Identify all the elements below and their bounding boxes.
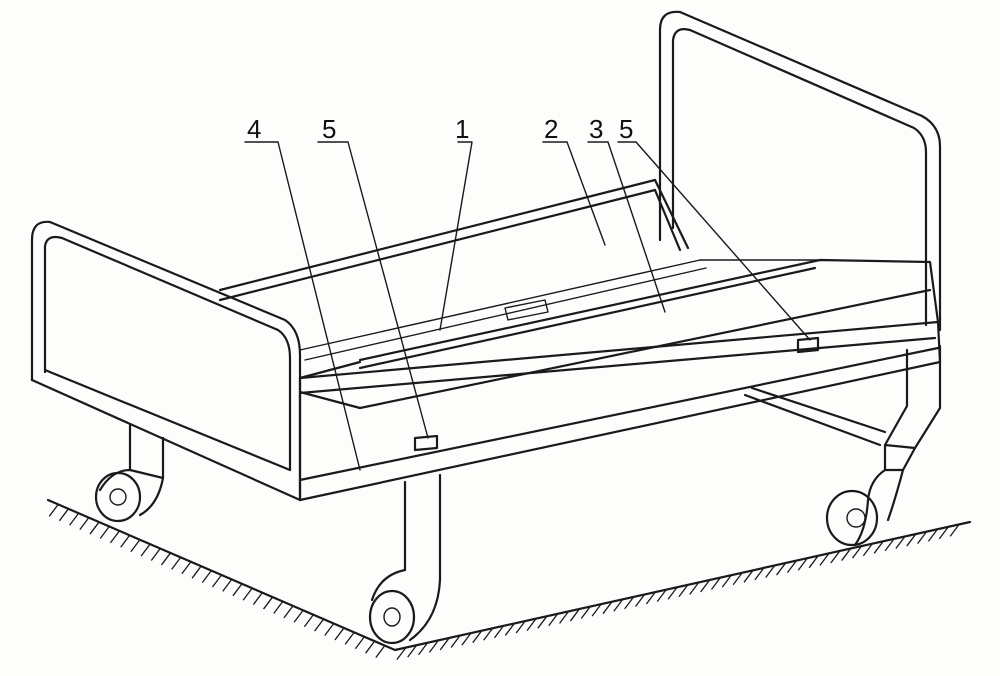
label-4: 4 <box>247 114 261 144</box>
label-1: 1 <box>455 114 469 144</box>
ground <box>48 500 970 660</box>
right-headboard <box>660 12 940 545</box>
label-3: 3 <box>589 114 603 144</box>
label-2: 2 <box>544 114 558 144</box>
label-5-left: 5 <box>322 114 336 144</box>
label-5-right: 5 <box>619 114 633 144</box>
leader-lines <box>245 142 810 470</box>
